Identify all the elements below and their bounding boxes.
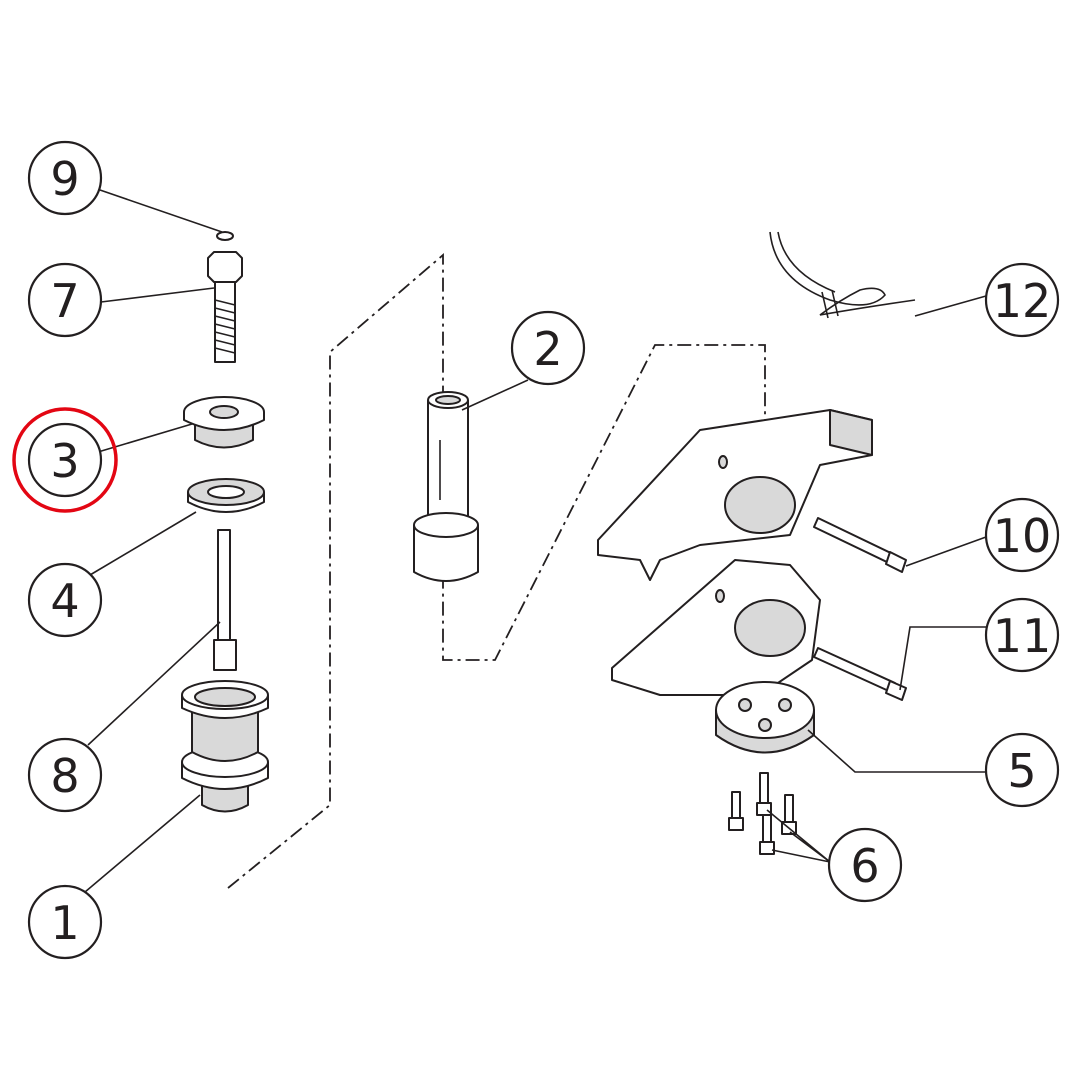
callout-1: 1 bbox=[27, 884, 103, 960]
callout-label: 6 bbox=[850, 839, 879, 893]
callout-circle bbox=[27, 422, 103, 498]
assembly-guide-line bbox=[227, 253, 766, 889]
callout-label: 11 bbox=[993, 609, 1052, 663]
part-12-lanyard bbox=[769, 231, 916, 319]
callout-label: 5 bbox=[1007, 744, 1036, 798]
callout-2: 2 bbox=[510, 310, 586, 386]
callout-circle bbox=[27, 262, 103, 338]
callout-circle bbox=[984, 597, 1060, 673]
lower-bracket bbox=[611, 559, 821, 696]
callout-circle bbox=[27, 562, 103, 638]
callout-circle bbox=[27, 884, 103, 960]
part-7-bolt bbox=[207, 251, 243, 363]
callout-7: 7 bbox=[27, 262, 103, 338]
callout-label: 10 bbox=[993, 509, 1052, 563]
callout-circle bbox=[984, 262, 1060, 338]
upper-bracket bbox=[597, 409, 873, 581]
callout-10: 10 bbox=[984, 497, 1060, 573]
callout-label: 1 bbox=[50, 896, 79, 950]
callout-circle bbox=[510, 310, 586, 386]
callout-9: 9 bbox=[27, 140, 103, 216]
callout-8: 8 bbox=[27, 737, 103, 813]
callout-12: 12 bbox=[984, 262, 1060, 338]
leader-lines bbox=[84, 189, 987, 893]
highlight-ring bbox=[12, 407, 118, 513]
callout-label: 12 bbox=[993, 274, 1052, 328]
callout-11: 11 bbox=[984, 597, 1060, 673]
part-4-thrust-bearing bbox=[187, 478, 265, 513]
part-9-clip bbox=[216, 231, 234, 241]
part-8-pin bbox=[213, 529, 237, 671]
part-5-disc bbox=[715, 681, 815, 754]
callout-label: 8 bbox=[50, 749, 79, 803]
callout-label: 9 bbox=[50, 152, 79, 206]
callout-circle bbox=[27, 140, 103, 216]
callout-circle bbox=[827, 827, 903, 903]
part-2-sleeve bbox=[413, 391, 479, 582]
callout-label: 3 bbox=[50, 434, 79, 488]
callout-circle bbox=[984, 732, 1060, 808]
part-6-screws bbox=[728, 772, 797, 855]
part-11-screw bbox=[813, 647, 907, 701]
callout-circle bbox=[984, 497, 1060, 573]
part-1-spool-bushing bbox=[181, 680, 269, 813]
callout-label: 7 bbox=[50, 274, 79, 328]
callout-3: 3 bbox=[12, 407, 118, 513]
part-3-flanged-bushing bbox=[183, 396, 265, 449]
callout-label: 2 bbox=[533, 322, 562, 376]
callout-6: 6 bbox=[827, 827, 903, 903]
callout-5: 5 bbox=[984, 732, 1060, 808]
callout-4: 4 bbox=[27, 562, 103, 638]
callout-label: 4 bbox=[50, 574, 79, 628]
part-10-screw bbox=[813, 517, 907, 573]
callout-circle bbox=[27, 737, 103, 813]
